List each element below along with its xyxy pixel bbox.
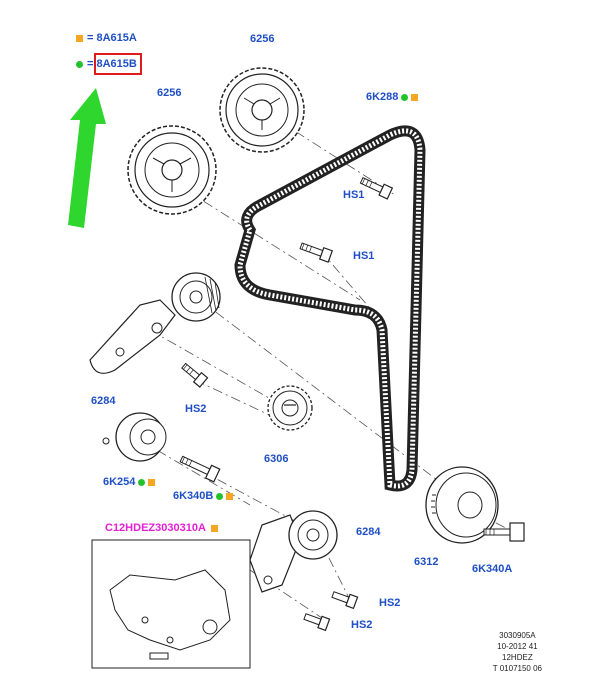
bolt-6k340a xyxy=(483,522,525,542)
label-sprocket-left: 6256 xyxy=(157,87,182,99)
legend-item-8a615b: = 8A615B xyxy=(76,58,137,71)
tensioner-lower xyxy=(249,510,338,593)
highlight-box xyxy=(94,53,142,75)
green-dot-icon xyxy=(401,93,409,101)
legend-item-8a615a: = 8A615A xyxy=(76,32,137,45)
label-bolt-hs2-upper: HS2 xyxy=(185,403,207,415)
camshaft-sprocket-left xyxy=(127,125,217,215)
bolt-hs1-lower xyxy=(299,242,334,263)
tensioner-upper xyxy=(89,272,221,374)
label-tensioner-upper: 6284 xyxy=(91,395,116,407)
label-pulley: 6312 xyxy=(414,556,439,568)
label-bolt-6k340a: 6K340A xyxy=(472,563,513,575)
green-dot-icon xyxy=(76,60,83,68)
bolt-hs2-mid xyxy=(331,591,359,610)
label-bolt-hs2-mid: HS2 xyxy=(379,597,401,609)
green-dot-icon xyxy=(216,492,224,500)
label-crank-sprocket: 6306 xyxy=(264,453,289,465)
label-belt: 6K288 xyxy=(366,91,419,104)
orange-square-icon xyxy=(226,492,234,500)
kit-inset-box xyxy=(91,539,251,669)
bolt-6k340b xyxy=(179,455,221,483)
reference-block: 3030905A 10-2012 41 12HDEZ T 0107150 06 xyxy=(492,631,542,673)
green-dot-icon xyxy=(138,478,146,486)
label-bolt-6k340b: 6K340B xyxy=(173,490,234,503)
label-bolt-hs1-upper: HS1 xyxy=(343,189,365,201)
green-arrow-icon xyxy=(68,88,106,228)
timing-belt xyxy=(234,125,426,492)
orange-square-icon xyxy=(148,478,156,486)
crankshaft-pulley xyxy=(425,466,499,544)
idler-pulley xyxy=(102,412,167,462)
label-idler: 6K254 xyxy=(103,476,156,489)
bolt-hs2-low xyxy=(303,613,331,632)
orange-square-icon xyxy=(76,34,83,42)
label-sprocket-top: 6256 xyxy=(250,33,275,45)
label-bolt-hs2-low: HS2 xyxy=(351,619,373,631)
label-bolt-hs1-lower: HS1 xyxy=(353,250,375,262)
camshaft-sprocket-top xyxy=(219,67,305,153)
crankshaft-sprocket xyxy=(267,385,313,431)
label-tensioner-lower: 6284 xyxy=(356,526,381,538)
orange-square-icon xyxy=(210,524,218,532)
label-kit-code: C12HDEZ3030310A xyxy=(105,522,218,535)
bolt-hs1-upper xyxy=(359,177,394,200)
bolt-hs2-upper xyxy=(181,362,209,388)
orange-square-icon xyxy=(411,93,419,101)
